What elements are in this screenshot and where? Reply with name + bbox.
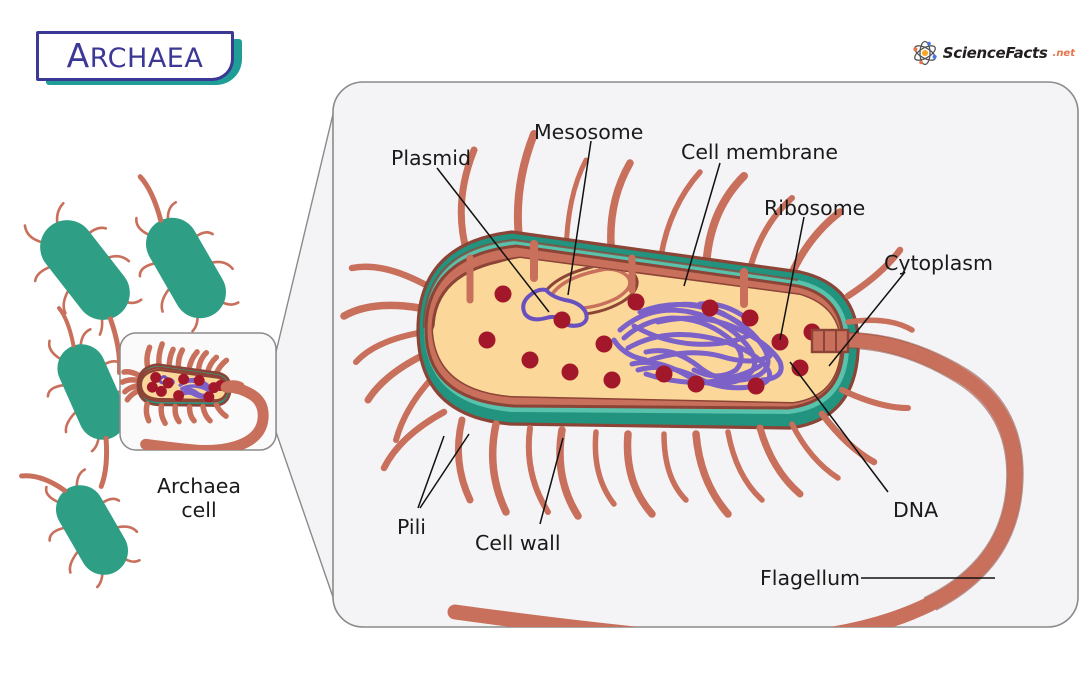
label-cytoplasm: Cytoplasm <box>884 251 993 275</box>
pili-group-front <box>380 240 915 520</box>
label-mesosome: Mesosome <box>534 120 644 144</box>
page-title: ARCHAEA <box>67 39 204 72</box>
thumbnail-caption-line1: Archaea <box>156 474 241 498</box>
label-cell-membrane: Cell membrane <box>681 140 838 164</box>
leader-mesosome <box>567 140 592 296</box>
leader-ribosome <box>779 216 805 341</box>
logo-wordmark: ScienceFacts <box>942 44 1048 62</box>
label-plasmid: Plasmid <box>391 146 471 170</box>
thumbnail-caption: Archaea cell <box>124 474 274 522</box>
label-flagellum: Flagellum <box>760 566 861 590</box>
rod-cell-1 <box>23 201 143 376</box>
label-cell-wall: Cell wall <box>475 531 561 555</box>
label-ribosome: Ribosome <box>764 196 866 220</box>
leader-cytoplasm <box>828 271 906 367</box>
rod-cell-4 <box>19 468 141 589</box>
page-title-initial: A <box>66 35 90 75</box>
leader-cell-membrane <box>683 162 721 287</box>
thumbnail-illustration <box>120 341 269 450</box>
zoom-cone <box>275 109 335 601</box>
rod-cell-2 <box>135 174 240 333</box>
atom-icon <box>913 40 937 66</box>
ribosome-group <box>478 285 821 395</box>
flagellum <box>447 328 1024 627</box>
thumbnail-caption-line2: cell <box>181 498 217 523</box>
label-pili: Pili <box>397 515 426 539</box>
page-title-badge: ARCHAEA <box>36 31 242 85</box>
page-title-rest: RCHAEA <box>89 42 204 74</box>
leader-pili-a <box>417 435 445 509</box>
brand-logo[interactable]: ScienceFacts .net <box>912 40 1075 66</box>
leader-cell-wall <box>539 437 564 525</box>
leader-pili-b <box>419 433 470 509</box>
leader-plasmid <box>436 167 550 313</box>
dna-nucleoid <box>611 301 784 391</box>
label-dna: DNA <box>893 498 939 522</box>
logo-tld: .net <box>1052 47 1075 59</box>
leader-lines <box>417 140 995 579</box>
scatter-cells <box>19 174 240 589</box>
leader-dna <box>789 361 889 493</box>
title-badge-box: ARCHAEA <box>36 31 234 81</box>
